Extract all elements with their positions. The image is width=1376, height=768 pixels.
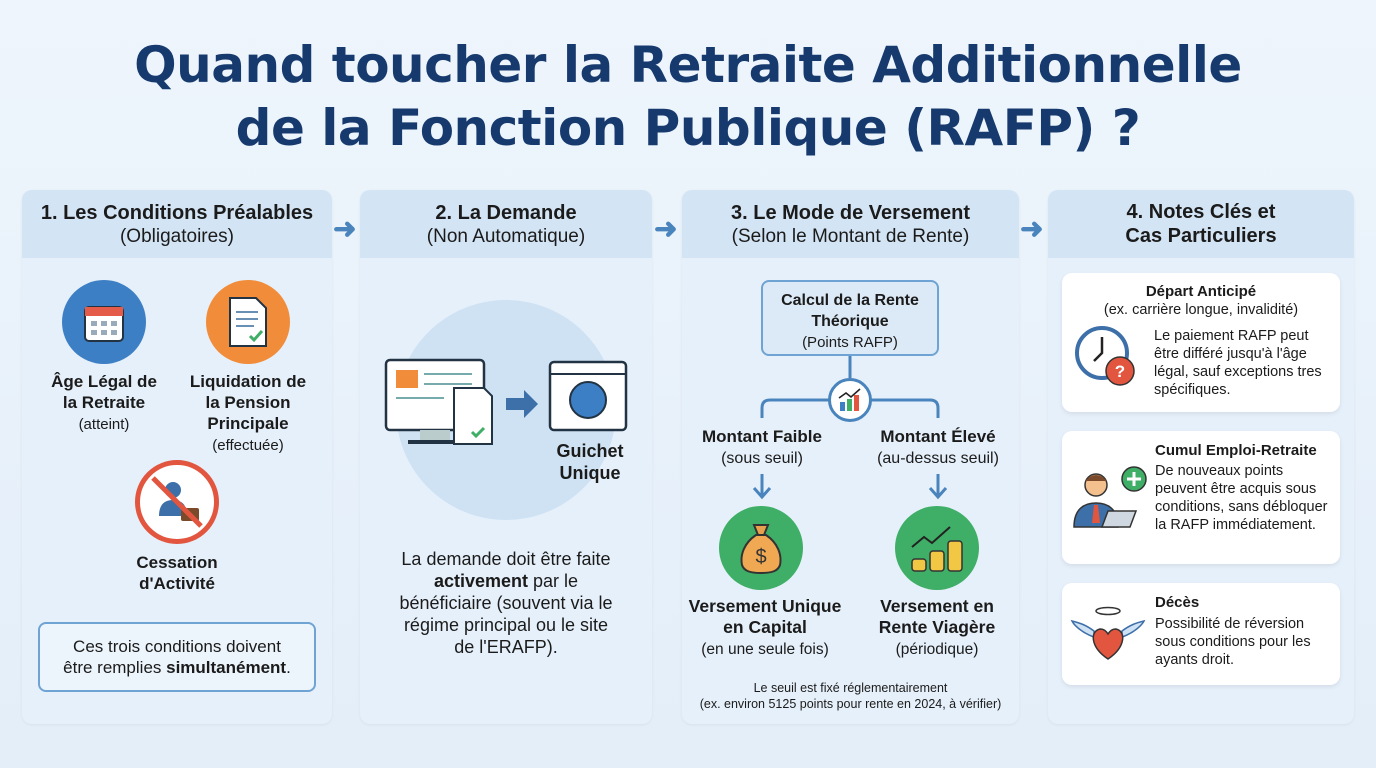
sublabel: (périodique) (895, 641, 979, 658)
sublabel: (effectuée) (212, 437, 284, 454)
column-header: 2. La Demande(Non Automatique) (360, 190, 652, 258)
column-title: 2. La Demande (435, 202, 577, 224)
column-title: 3. Le Mode de Versement (731, 202, 970, 224)
label: la Retraite (62, 393, 146, 412)
svg-text:$: $ (755, 546, 766, 568)
title-line-1: Quand toucher la Retraite Additionnelle (134, 36, 1242, 94)
text-bold: activement (433, 571, 528, 591)
coins-growth-icon (895, 506, 979, 590)
note-text: Ces trois conditions doivent (73, 637, 281, 656)
column-versement: 3. Le Mode de Versement(Selon le Montant… (682, 190, 1019, 724)
label: Montant Faible (702, 427, 822, 446)
label: Versement Unique (688, 596, 842, 616)
column-header: 3. Le Mode de Versement(Selon le Montant… (682, 190, 1019, 258)
label: en Capital (723, 617, 807, 637)
condition-cessation: Cessation d'Activité (82, 552, 272, 594)
note-bold: simultanément (166, 658, 287, 677)
card-title: Cumul Emploi-Retraite (1155, 442, 1317, 459)
label: Âge Légal de (51, 372, 157, 391)
label: la Pension (205, 393, 291, 412)
card-title: Départ Anticipé (1145, 283, 1257, 300)
winged-heart-icon (1070, 606, 1146, 660)
text: par le (528, 571, 579, 591)
sublabel: (en une seule fois) (701, 641, 829, 658)
label: Unique (559, 463, 621, 483)
column-header: 1. Les Conditions Préalables(Obligatoire… (22, 190, 332, 258)
card-cumul-emploi: Cumul Emploi-Retraite De nouveaux points… (1062, 431, 1340, 564)
card-title: Décès (1155, 594, 1200, 611)
text: La demande doit être faite (401, 549, 611, 569)
column-conditions: 1. Les Conditions Préalables(Obligatoire… (22, 190, 332, 724)
label: Versement en (880, 596, 994, 616)
column-subtitle: (Selon le Montant de Rente) (731, 226, 970, 247)
svg-text:?: ? (1115, 362, 1125, 381)
label: Cessation (136, 553, 218, 572)
column-subtitle: (Non Automatique) (426, 226, 586, 247)
column-title: 1. Les Conditions Préalables (40, 202, 314, 224)
montant-faible: Montant Faible (sous seuil) (682, 426, 842, 469)
arrow-right-icon: ➜ (654, 213, 678, 244)
card-text: Le paiement RAFP peut être différé jusqu… (1154, 328, 1322, 398)
computer-to-portal-icon (384, 358, 628, 445)
text: régime principal ou le site (403, 615, 609, 635)
column-title: Cas Particuliers (1125, 225, 1277, 247)
worker-plus-icon (1073, 466, 1147, 528)
document-check-icon (206, 280, 290, 364)
card-text: Possibilité de réversion sous conditions… (1155, 616, 1311, 668)
text: de l'ERAFP). (454, 637, 558, 657)
arrow-right-icon: ➜ (1020, 213, 1044, 244)
sublabel: (Points RAFP) (802, 334, 898, 351)
calendar-icon (62, 280, 146, 364)
label: Rente Viagère (878, 617, 996, 637)
page-title: Quand toucher la Retraite Additionnelle … (0, 34, 1376, 160)
card-depart-anticipe: Départ Anticipé (ex. carrière longue, in… (1062, 273, 1340, 412)
card-subtitle: (ex. carrière longue, invalidité) (1103, 302, 1299, 318)
column-subtitle: (Obligatoires) (119, 226, 235, 247)
seuil-note: Le seuil est fixé réglementairement (ex. … (682, 680, 1019, 712)
condition-age: Âge Légal de la Retraite (atteint) (42, 371, 166, 435)
text: bénéficiaire (souvent via le (399, 593, 613, 613)
clock-question-icon: ? (1075, 326, 1135, 386)
label: Montant Élevé (880, 427, 996, 446)
no-work-icon (135, 460, 219, 544)
sublabel: (au-dessus seuil) (877, 450, 999, 467)
label: Théorique (811, 313, 889, 330)
card-text: De nouveaux points peuvent être acquis s… (1155, 463, 1328, 533)
sublabel: (atteint) (78, 416, 130, 433)
label: Calcul de la Rente (781, 292, 919, 309)
note-text: Le seuil est fixé réglementairement (753, 681, 948, 695)
title-line-2: de la Fonction Publique (RAFP) ? (235, 99, 1141, 157)
note-text: (ex. environ 5125 points pour rente en 2… (699, 697, 1002, 711)
column-title: 4. Notes Clés et (1126, 201, 1276, 223)
note-text: être remplies (63, 658, 167, 677)
label: Principale (207, 414, 289, 433)
label: Liquidation de (189, 372, 307, 391)
montant-eleve: Montant Élevé (au-dessus seuil) (858, 426, 1018, 469)
arrow-right-icon: ➜ (333, 213, 357, 244)
label: d'Activité (139, 574, 215, 593)
money-bag-icon: $ (719, 506, 803, 590)
note-text: . (286, 658, 291, 677)
sublabel: (sous seuil) (721, 450, 803, 467)
chart-icon (828, 378, 872, 422)
card-deces: Décès Possibilité de réversion sous cond… (1062, 583, 1340, 685)
simultaneous-note: Ces trois conditions doivent être remplie… (38, 622, 316, 692)
label: Guichet (556, 441, 624, 461)
